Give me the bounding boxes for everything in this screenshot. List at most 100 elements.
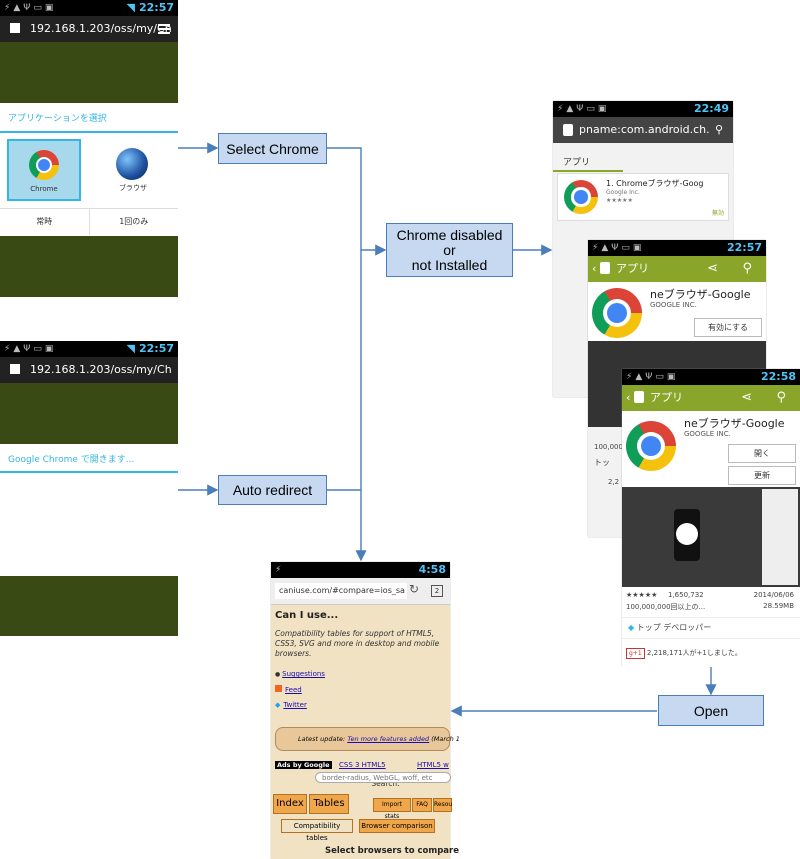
status-bar: ⚡▲Ψ▭▣ 22:57 (588, 240, 766, 256)
rss-icon (275, 685, 282, 692)
share-icon[interactable]: ⋖ (707, 261, 718, 276)
app-developer: GOOGLE INC. (650, 301, 697, 309)
app-option-chrome[interactable]: Chrome (7, 139, 81, 201)
menu-icon[interactable] (158, 24, 170, 34)
search-icon[interactable]: ⚲ (714, 123, 723, 136)
ads-row: Ads by Google CSS 3 HTML5 HTML5 w (271, 761, 450, 773)
tab-index[interactable]: Index (273, 794, 307, 814)
status-bar: ⚡ 4:58 (271, 562, 450, 578)
screen-app-chooser: ⚡▲Ψ▭▣ ◥ 22:57 192.168.1.203/oss/my/Ch アプ… (0, 0, 178, 297)
open-label: Open (693, 702, 729, 719)
search-icon[interactable]: ⚲ (742, 261, 752, 276)
site-links: ● Suggestions Feed ◆Twitter (271, 659, 450, 711)
search-icon[interactable]: ⚲ (776, 390, 786, 405)
top-dev-fragment: トッ (594, 458, 610, 467)
play-bag-icon (634, 391, 644, 403)
tab-faq[interactable]: FAQ (412, 798, 432, 812)
just-once-button[interactable]: 1回のみ (119, 217, 149, 226)
wifi-icon: ◥ (126, 342, 135, 355)
twitter-link[interactable]: Twitter (283, 701, 307, 709)
back-icon[interactable]: ‹ (592, 262, 597, 275)
link-twitter[interactable]: ◆Twitter (275, 696, 450, 711)
last-update-link[interactable]: Ten more features added (347, 735, 430, 743)
back-icon[interactable]: ‹ (626, 391, 631, 404)
feed-link[interactable]: Feed (285, 686, 302, 694)
search-header: pname:com.android.ch. ⚲ (553, 117, 733, 143)
enable-button[interactable]: 有効にする (694, 318, 762, 337)
notification-icons: ⚡▲Ψ▭▣ (4, 344, 57, 354)
app-option-browser[interactable]: ブラウザ (96, 139, 170, 201)
app-title: neブラウザ-Google (650, 288, 751, 301)
play-video-icon[interactable] (676, 523, 698, 545)
share-icon[interactable]: ⋖ (741, 390, 752, 405)
chrome-disabled-line1: Chrome disabled (396, 226, 503, 243)
select-chrome-box: Select Chrome (218, 133, 327, 164)
url-text[interactable]: caniuse.com/#compare=ios_sa (275, 583, 407, 599)
chrome-icon (626, 421, 676, 471)
app-title: neブラウザ-Google (684, 417, 785, 430)
app-detail: neブラウザ-Google GOOGLE INC. 有効にする (588, 282, 766, 341)
result-title: 1. Chromeブラウザ-Goog (606, 179, 704, 188)
tab-icon[interactable] (10, 23, 20, 33)
ad-link-2[interactable]: HTML5 w (417, 761, 449, 769)
tab-tables[interactable]: Tables (309, 794, 349, 814)
chrome-icon (592, 288, 642, 338)
open-button[interactable]: 開く (728, 444, 796, 463)
tab-import-stats[interactable]: Import stats (373, 798, 411, 820)
dialog-buttons: 常時 1回のみ (0, 208, 178, 235)
always-button[interactable]: 常時 (0, 209, 90, 235)
notification-icons: ⚡▲Ψ▭▣ (592, 243, 645, 253)
install-count: 100,000,000回以上の... (626, 603, 706, 611)
search-input[interactable] (315, 772, 451, 783)
screen-play-enabled: ⚡▲Ψ▭▣ 22:58 ‹ アプリ ⋖ ⚲ neブラウザ-Google GOOG… (622, 369, 800, 667)
page-title: Can I use... (275, 610, 339, 621)
url-text[interactable]: 192.168.1.203/oss/my/Ch (30, 363, 172, 376)
status-bar: ⚡▲Ψ▭▣ 22:49 (553, 101, 733, 117)
suggestions-link[interactable]: Suggestions (282, 670, 325, 678)
plus-fragment: 2,2 (608, 478, 620, 486)
tab-count[interactable]: 2 (431, 585, 443, 597)
status-bar: ⚡▲Ψ▭▣ ◥ 22:57 (0, 0, 178, 16)
plus-one-row: g+1 2,218,171人が+1しました。 (622, 638, 800, 667)
status-time: 22:57 (726, 241, 762, 254)
url-text[interactable]: 192.168.1.203/oss/my/Ch (30, 22, 172, 35)
top-dev-badge-icon: ◆ (628, 623, 635, 632)
reload-icon[interactable]: ↻ (409, 582, 420, 596)
play-header: ‹ アプリ ⋖ ⚲ (588, 256, 766, 282)
plus-one-count: 2,218,171人が+1しました。 (646, 649, 742, 657)
open-box: Open (658, 695, 764, 726)
page-background-bottom (0, 576, 178, 636)
browser-globe-icon (116, 148, 148, 180)
status-time: 22:57 (138, 1, 174, 14)
plus-one-icon[interactable]: g+1 (626, 648, 645, 659)
play-bag-icon (563, 124, 573, 136)
compat-tables-button[interactable]: Compatibility tables (281, 819, 353, 842)
rating-stars: ★★★★★ (606, 197, 633, 204)
dialog-title: Google Chrome で開きます... (0, 444, 178, 473)
link-suggestions[interactable]: ● Suggestions (275, 670, 325, 678)
header-title: アプリ (616, 262, 649, 275)
url-bar[interactable]: 192.168.1.203/oss/my/Ch (0, 16, 178, 42)
video-area (622, 487, 800, 587)
chrome-disabled-box: Chrome disabled or not Installed (386, 223, 513, 277)
result-card[interactable]: 1. Chromeブラウザ-Goog Google Inc. ★★★★★ 無効 (557, 173, 729, 221)
top-developer: ◆ トップ デベロッパー (622, 617, 800, 638)
status-time: 22:57 (138, 342, 174, 355)
last-update-suffix: (March 1 (431, 735, 460, 743)
update-button[interactable]: 更新 (728, 466, 796, 485)
ads-label[interactable]: Ads by Google (275, 761, 332, 769)
chrome-icon (29, 150, 59, 180)
search-query[interactable]: pname:com.android.ch. (579, 123, 710, 136)
ad-link-1[interactable]: CSS 3 HTML5 (339, 761, 386, 769)
link-feed[interactable]: Feed (275, 681, 450, 696)
app-label-chrome: Chrome (30, 185, 58, 193)
screen-caniuse: ⚡ 4:58 caniuse.com/#compare=ios_sa ↻ 2 C… (271, 562, 460, 859)
notification-icons: ⚡ (275, 565, 285, 575)
browser-comparison-button[interactable]: Browser comparison (359, 819, 435, 833)
notification-icons: ⚡▲Ψ▭▣ (626, 372, 679, 382)
chrome-icon (564, 180, 598, 214)
url-bar[interactable]: 192.168.1.203/oss/my/Ch (0, 357, 178, 383)
screenshot-thumb[interactable] (762, 489, 798, 585)
tab-icon[interactable] (10, 364, 20, 374)
tab-resources[interactable]: Resou (433, 798, 452, 812)
